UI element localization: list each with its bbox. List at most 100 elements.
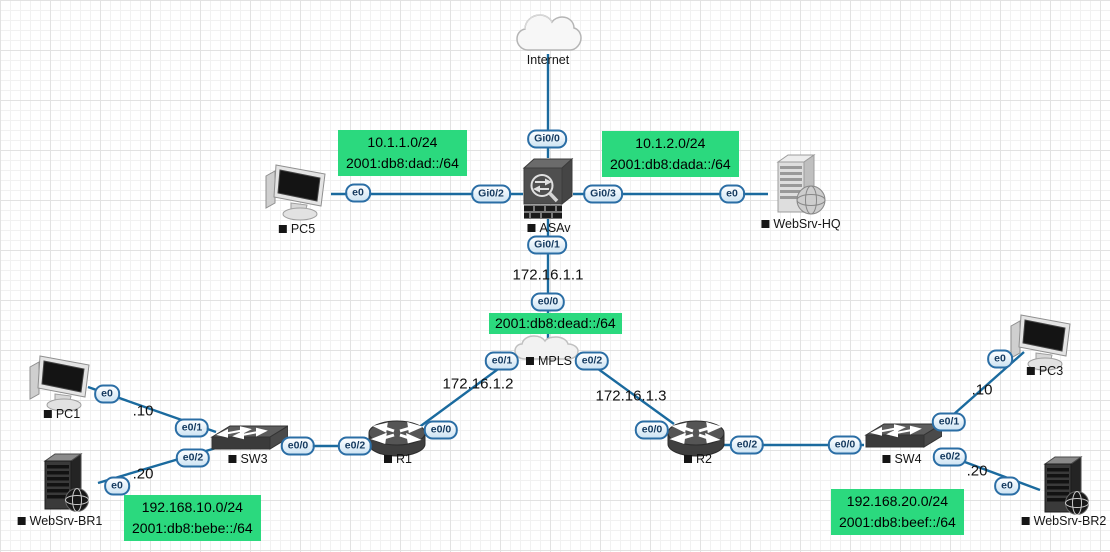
note-line: 2001:db8:dad::/64 <box>346 155 459 171</box>
label-marker-icon <box>761 220 770 228</box>
device-name: PC5 <box>290 222 316 236</box>
device-pc1[interactable] <box>27 354 95 417</box>
device-mpls[interactable] <box>513 334 581 367</box>
pc-icon <box>1010 314 1071 371</box>
label-marker-icon <box>684 455 693 463</box>
server-icon <box>43 453 89 512</box>
port-label-mpls-e0-1: e0/1 <box>484 351 520 371</box>
ip-label-pc1-host: .10 <box>132 402 154 420</box>
device-sw3[interactable] <box>208 420 290 459</box>
device-name: PC1 <box>55 407 81 421</box>
ip-label-r2-wan: 172.16.1.3 <box>595 387 667 405</box>
label-marker-icon <box>278 225 287 233</box>
server-icon <box>1043 456 1089 515</box>
device-name: Internet <box>526 53 570 67</box>
note-line: 192.168.10.0/24 <box>141 499 243 515</box>
router-icon <box>667 420 725 457</box>
port-label-websrv-hq-e0: e0 <box>719 184 745 204</box>
device-pc5[interactable] <box>263 163 331 226</box>
device-name: MPLS <box>537 354 573 368</box>
port-label-websrv-br2-e0: e0 <box>994 476 1020 496</box>
note-line: 10.1.1.0/24 <box>367 134 438 150</box>
device-label-sw3: SW3 <box>228 452 268 466</box>
device-name: PC3 <box>1038 364 1064 378</box>
port-label-pc1-e0: e0 <box>94 384 120 404</box>
port-label-sw4-e0-1: e0/1 <box>931 412 967 432</box>
port-label-sw4-e0-2: e0/2 <box>932 447 968 467</box>
device-r2[interactable] <box>666 417 726 464</box>
port-label-pc3-e0: e0 <box>987 349 1013 369</box>
label-marker-icon <box>525 357 534 365</box>
note-hq-inside: 10.1.1.0/24 2001:db8:dad::/64 <box>338 130 467 176</box>
label-marker-icon <box>17 517 26 525</box>
port-label-sw4-e0-0: e0/0 <box>827 435 863 455</box>
label-marker-icon <box>527 224 536 232</box>
note-line: 10.1.2.0/24 <box>635 135 706 151</box>
firewall-icon <box>522 157 574 219</box>
device-name: SW4 <box>894 452 922 466</box>
device-name: ASAv <box>539 221 571 235</box>
note-hq-dmz: 10.1.2.0/24 2001:db8:dada::/64 <box>602 131 739 177</box>
pc-icon <box>29 355 90 412</box>
note-wan-v6: 2001:db8:dead::/64 <box>489 313 622 334</box>
device-pc3[interactable] <box>1008 313 1076 376</box>
note-line: 2001:db8:dead::/64 <box>495 315 616 331</box>
device-name: R2 <box>696 452 712 466</box>
port-label-sw3-e0-0: e0/0 <box>280 436 316 456</box>
note-line: 2001:db8:beef::/64 <box>839 514 956 530</box>
ip-label-pc3-host: .10 <box>971 381 993 399</box>
note-line: 192.168.20.0/24 <box>846 493 948 509</box>
device-name: WebSrv-BR1 <box>29 514 103 528</box>
port-label-mpls-e0-2: e0/2 <box>574 351 610 371</box>
label-marker-icon <box>882 455 891 463</box>
port-label-asav-gi0-3: Gi0/3 <box>583 184 623 204</box>
device-sw4[interactable] <box>862 418 944 457</box>
pc-icon <box>265 164 326 221</box>
label-marker-icon <box>1021 517 1030 525</box>
device-websrv-hq[interactable] <box>766 153 828 224</box>
port-label-r2-e0-2: e0/2 <box>729 435 765 455</box>
device-name: WebSrv-HQ <box>773 217 841 231</box>
label-marker-icon <box>384 455 393 463</box>
label-marker-icon <box>228 455 237 463</box>
device-label-asav: ASAv <box>527 221 571 235</box>
mpls-cloud-icon <box>514 335 579 360</box>
device-label-websrv-hq: WebSrv-HQ <box>761 217 841 231</box>
port-label-r1-e0-0: e0/0 <box>423 420 459 440</box>
device-label-r2: R2 <box>684 452 712 466</box>
device-label-internet: Internet <box>527 53 569 67</box>
device-name: SW3 <box>240 452 268 466</box>
device-asav[interactable] <box>521 156 575 225</box>
ip-label-r1-wan: 172.16.1.2 <box>442 375 514 393</box>
device-label-mpls: MPLS <box>525 354 573 368</box>
port-label-asav-gi0-1: Gi0/1 <box>527 235 567 255</box>
port-label-r2-e0-0: e0/0 <box>634 420 670 440</box>
device-websrv-br1[interactable] <box>34 452 94 521</box>
ip-label-websrv-br2-host: .20 <box>966 462 988 480</box>
label-marker-icon <box>43 410 52 418</box>
ip-label-websrv-br1-host: .20 <box>132 465 154 483</box>
note-branch2: 192.168.20.0/24 2001:db8:beef::/64 <box>831 489 964 535</box>
device-label-sw4: SW4 <box>882 452 922 466</box>
note-line: 2001:db8:bebe::/64 <box>132 520 253 536</box>
device-websrv-br2[interactable] <box>1034 455 1094 524</box>
port-label-mpls-e0-0: e0/0 <box>530 292 566 312</box>
port-label-asav-gi0-0: Gi0/0 <box>527 129 567 149</box>
device-internet[interactable] <box>514 10 582 59</box>
server-icon <box>776 154 826 215</box>
note-line: 2001:db8:dada::/64 <box>610 156 731 172</box>
device-label-websrv-br1: WebSrv-BR1 <box>17 514 103 528</box>
label-marker-icon <box>1026 367 1035 375</box>
switch-icon <box>210 425 290 450</box>
device-name: WebSrv-BR2 <box>1033 514 1107 528</box>
device-label-pc1: PC1 <box>43 407 81 421</box>
port-label-websrv-br1-e0: e0 <box>104 476 130 496</box>
port-label-sw3-e0-2: e0/2 <box>175 448 211 468</box>
switch-icon <box>864 423 944 448</box>
note-branch1: 192.168.10.0/24 2001:db8:bebe::/64 <box>124 495 261 541</box>
internet-cloud-icon <box>516 14 582 51</box>
port-label-asav-gi0-2: Gi0/2 <box>471 184 511 204</box>
ip-label-asav-outside: 172.16.1.1 <box>512 266 584 284</box>
port-label-r1-e0-2: e0/2 <box>337 436 373 456</box>
